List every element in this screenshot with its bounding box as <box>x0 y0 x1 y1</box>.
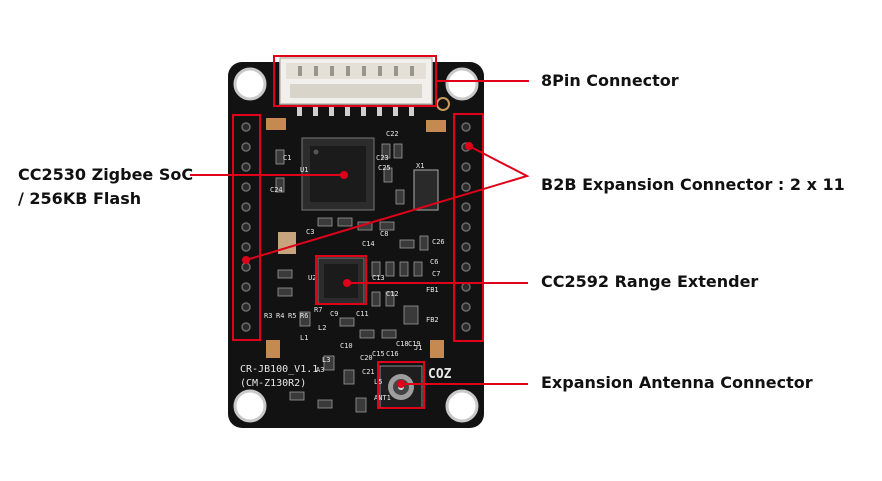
silk-ref-c12: C12 <box>386 290 399 298</box>
silk-ref-c26: C26 <box>432 238 445 246</box>
label-soc-line2: / 256KB Flash <box>18 189 142 208</box>
silk-ref-c11: C11 <box>356 310 369 318</box>
silk-ref-r6: R6 <box>300 312 308 320</box>
silk-ref-c7: C7 <box>432 270 440 278</box>
mounting-hole-top-right <box>445 67 479 101</box>
silk-ref-c6: C6 <box>430 258 438 266</box>
silk-ref-r3: R3 <box>264 312 272 320</box>
silk-ref-c15: C15 <box>372 350 385 358</box>
b2b-right-vias <box>461 122 471 332</box>
silk-ref-c20: C20 <box>360 354 373 362</box>
silk-ref-l1: L1 <box>300 334 308 342</box>
silk-ref-c3: C3 <box>306 228 314 236</box>
silk-ref-c25: C25 <box>378 164 391 172</box>
mounting-hole-top-left <box>233 67 267 101</box>
silk-ref-c13: C13 <box>372 274 385 282</box>
silk-ref-c16: C16 <box>386 350 399 358</box>
label-cc2592: CC2592 Range Extender <box>541 272 759 291</box>
silk-brand: COZ <box>428 367 452 382</box>
passive-components <box>275 143 429 413</box>
callout-lines <box>190 80 530 385</box>
silk-ref-c1: C1 <box>283 154 291 162</box>
callout-dots <box>242 142 473 388</box>
silk-ref-fb1: FB1 <box>426 286 439 294</box>
line-b2b <box>245 145 530 261</box>
label-soc-line1: CC2530 Zigbee SoC <box>18 165 194 184</box>
callout-boxes <box>232 55 484 409</box>
silk-ref-u2: U2 <box>308 274 316 282</box>
silk-board-model: (CM-Z130R2) <box>240 378 306 389</box>
label-8pin-connector: 8Pin Connector <box>541 71 679 90</box>
silk-ref-fb2: FB2 <box>426 316 439 324</box>
silk-board-name: CR-JB100_V1.1 <box>240 364 318 375</box>
callout-box-cc2592 <box>315 255 367 305</box>
silk-ref-c19: C19 <box>408 340 421 348</box>
silk-ref-c10: C10 <box>340 342 353 350</box>
silk-ref-u1: U1 <box>300 166 308 174</box>
connector-8pin-housing <box>279 57 433 105</box>
silk-ref-r4: R4 <box>276 312 284 320</box>
silk-ref-c22: C22 <box>386 130 399 138</box>
copper-pads <box>266 118 446 358</box>
callout-box-b2b-right <box>453 113 484 342</box>
silk-ref-c14: C14 <box>362 240 375 248</box>
silk-ref-r7: R7 <box>314 306 322 314</box>
b2b-left-vias <box>241 122 251 332</box>
silk-ref-l3: L3 <box>322 356 330 364</box>
pcb-outline <box>228 62 484 428</box>
label-antenna-connector: Expansion Antenna Connector <box>541 373 813 392</box>
label-b2b-connector: B2B Expansion Connector : 2 x 11 <box>541 175 845 194</box>
silk-ref-c21: C21 <box>362 368 375 376</box>
callout-box-b2b-left <box>232 114 261 341</box>
silk-ref-c18: C18 <box>396 340 409 348</box>
silk-ref-a3: A3 <box>316 366 324 374</box>
pcb-board: CR-JB100_V1.1 (CM-Z130R2) COZ C22C23C25C… <box>228 57 484 428</box>
silk-ref-c8: C8 <box>380 230 388 238</box>
mounting-hole-bottom-left <box>233 389 267 423</box>
silk-ref-ant1: ANT1 <box>374 394 391 402</box>
silk-ref-l2: L2 <box>318 324 326 332</box>
silkscreen: CR-JB100_V1.1 (CM-Z130R2) COZ C22C23C25C… <box>240 130 452 402</box>
silk-ref-x1: X1 <box>416 162 424 170</box>
silk-ref-j1: J1 <box>414 344 422 352</box>
mounting-hole-bottom-right <box>445 389 479 423</box>
cc2592-chip <box>317 257 365 305</box>
silk-ref-c23: C23 <box>376 154 389 162</box>
silk-ref-c9: C9 <box>330 310 338 318</box>
silk-ref-r5: R5 <box>288 312 296 320</box>
silk-ref-c24: C24 <box>270 186 283 194</box>
